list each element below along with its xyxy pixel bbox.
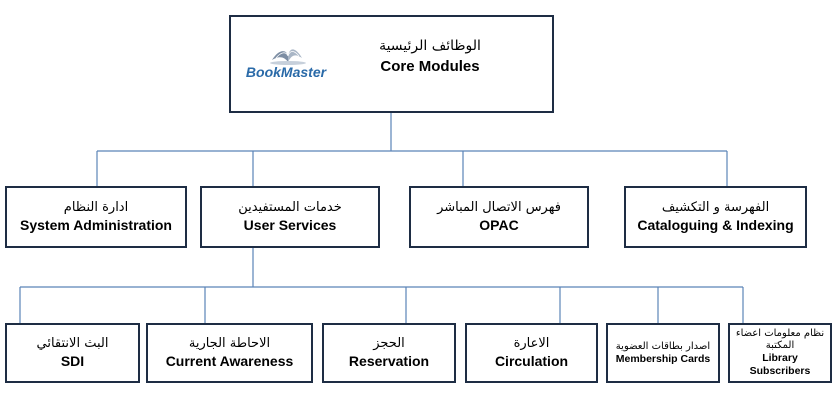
- bookmaster-logo: BookMaster: [236, 40, 336, 84]
- node-english-label: Library Subscribers: [749, 352, 811, 377]
- node-arabic-label: الحجز: [373, 336, 405, 351]
- node-arabic-label: اصدار بطاقات العضوية: [615, 340, 711, 352]
- node-english-label: Reservation: [348, 353, 430, 369]
- node-arabic-label: خدمات المستفيدين: [238, 200, 342, 215]
- logo-text: BookMaster: [245, 64, 327, 80]
- node-arabic-label: الاحاطة الجارية: [188, 336, 271, 351]
- node-sdi: البث الانتقائي SDI: [5, 323, 140, 383]
- node-english-label: Cataloguing & Indexing: [637, 217, 794, 233]
- node-english-label: Membership Cards: [615, 352, 711, 365]
- node-english-label: User Services: [243, 217, 337, 233]
- node-english-label: SDI: [60, 353, 85, 369]
- node-user-services: خدمات المستفيدين User Services: [200, 186, 380, 248]
- node-system-administration: ادارة النظام System Administration: [5, 186, 187, 248]
- node-opac: فهرس الاتصال المباشر OPAC: [409, 186, 589, 248]
- book-icon: [270, 49, 306, 65]
- node-english-label: Circulation: [494, 353, 569, 369]
- node-arabic-label: الاعارة: [513, 336, 550, 351]
- root-label: الوظائف الرئيسية Core Modules: [340, 36, 520, 78]
- node-english-label: Current Awareness: [165, 353, 294, 369]
- node-circulation: الاعارة Circulation: [465, 323, 598, 383]
- node-cataloguing-indexing: الفهرسة و التكشيف Cataloguing & Indexing: [624, 186, 807, 248]
- root-english-label: Core Modules: [380, 58, 480, 75]
- node-arabic-label: الفهرسة و التكشيف: [661, 200, 770, 215]
- node-arabic-label: نظام معلومات اعضاء المكتبة: [735, 328, 825, 351]
- root-arabic-label: الوظائف الرئيسية: [379, 38, 481, 54]
- node-current-awareness: الاحاطة الجارية Current Awareness: [146, 323, 313, 383]
- node-arabic-label: فهرس الاتصال المباشر: [437, 200, 561, 215]
- node-arabic-label: البث الانتقائي: [36, 336, 109, 351]
- node-arabic-label: ادارة النظام: [63, 200, 129, 215]
- node-membership-cards: اصدار بطاقات العضوية Membership Cards: [606, 323, 720, 383]
- node-english-label: OPAC: [479, 217, 519, 233]
- node-reservation: الحجز Reservation: [322, 323, 456, 383]
- node-english-label: System Administration: [20, 217, 172, 233]
- node-library-subscribers: نظام معلومات اعضاء المكتبة Library Subsc…: [728, 323, 832, 383]
